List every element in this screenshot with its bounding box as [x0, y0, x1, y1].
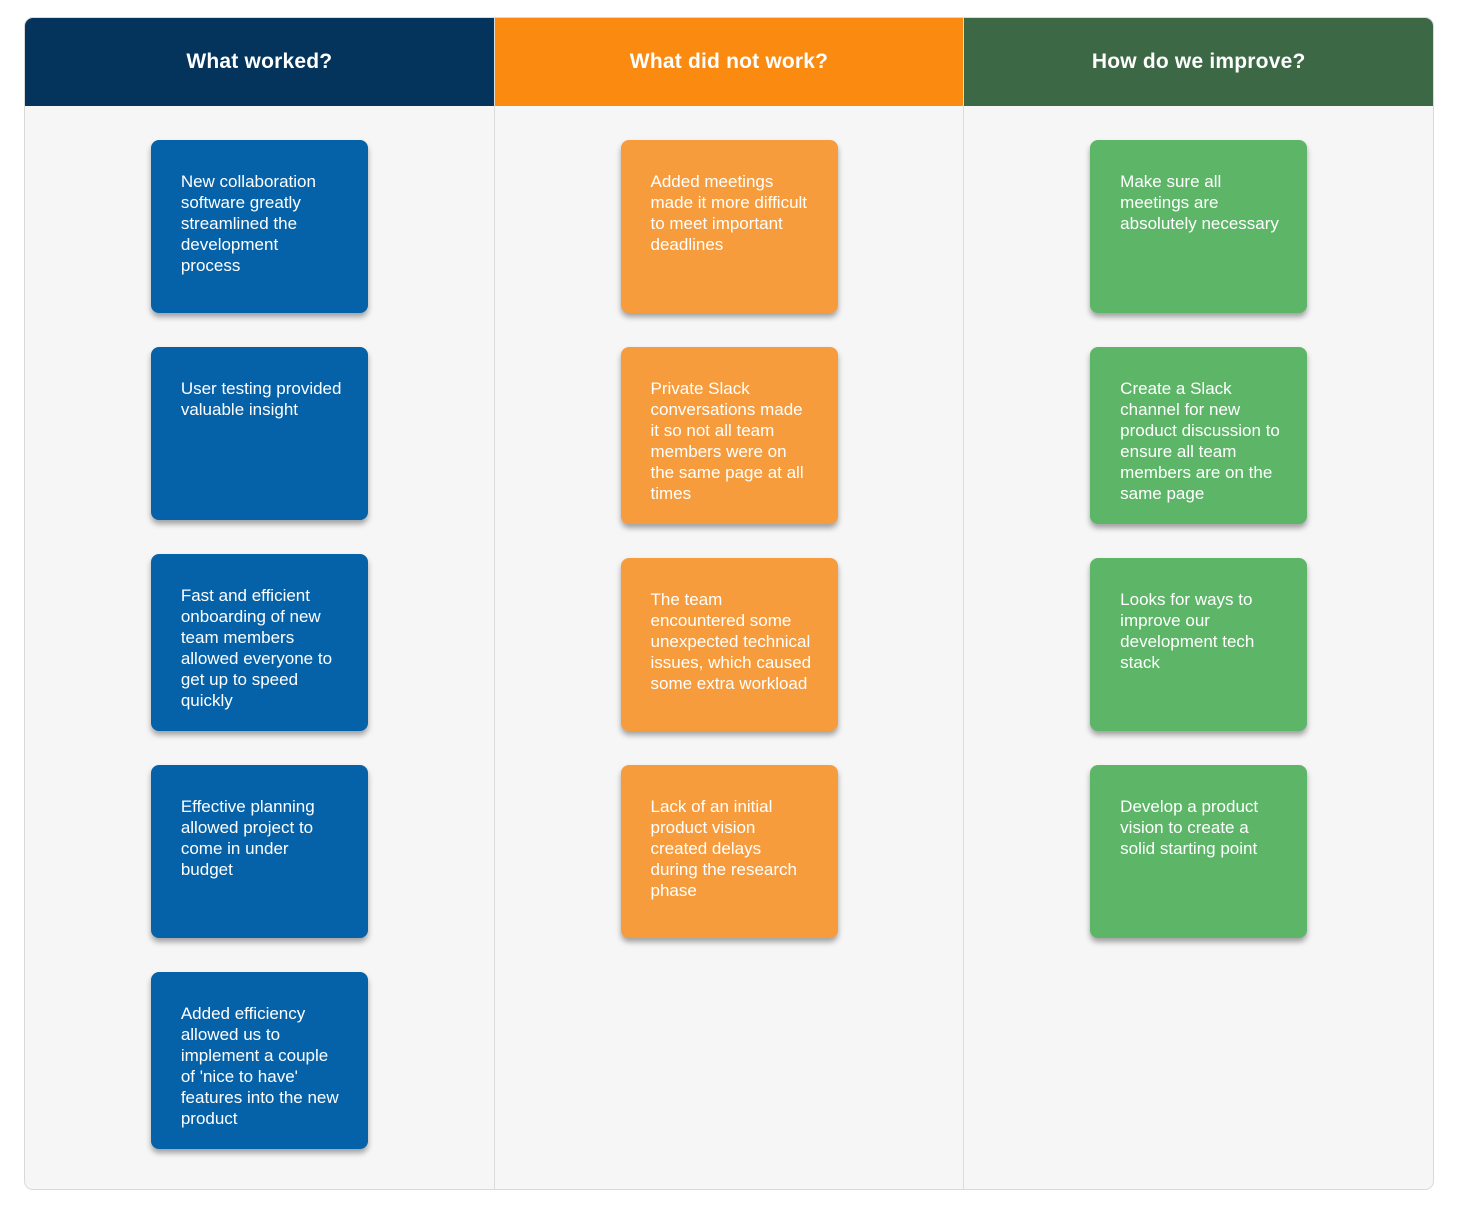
card[interactable]: Lack of an initial product vision create…: [620, 765, 838, 938]
column-how-do-we-improve: How do we improve? Make sure all meeting…: [964, 18, 1433, 1189]
column-title: What worked?: [186, 50, 333, 73]
column-header-what-worked: What worked?: [25, 18, 494, 106]
card[interactable]: Looks for ways to improve our developmen…: [1090, 558, 1308, 731]
retrospective-board: What worked? New collaboration software …: [24, 17, 1434, 1190]
card[interactable]: Develop a product vision to create a sol…: [1090, 765, 1308, 938]
card[interactable]: Make sure all meetings are absolutely ne…: [1090, 140, 1308, 313]
column-title: What did not work?: [629, 50, 829, 73]
card[interactable]: Added meetings made it more difficult to…: [620, 140, 838, 313]
column-what-worked: What worked? New collaboration software …: [25, 18, 495, 1189]
column-what-did-not-work: What did not work? Added meetings made i…: [494, 18, 965, 1189]
card[interactable]: New collaboration software greatly strea…: [150, 140, 368, 313]
card[interactable]: User testing provided valuable insight: [150, 347, 368, 520]
card[interactable]: The team encountered some unexpected tec…: [620, 558, 838, 731]
column-body-how-do-we-improve: Make sure all meetings are absolutely ne…: [964, 106, 1433, 1189]
column-header-what-did-not-work: What did not work?: [494, 18, 964, 106]
card[interactable]: Fast and efficient onboarding of new tea…: [150, 554, 368, 731]
card[interactable]: Private Slack conversations made it so n…: [620, 347, 838, 524]
column-title: How do we improve?: [1091, 50, 1306, 73]
card[interactable]: Create a Slack channel for new product d…: [1090, 347, 1308, 524]
column-body-what-worked: New collaboration software greatly strea…: [25, 106, 494, 1189]
column-body-what-did-not-work: Added meetings made it more difficult to…: [494, 106, 964, 1189]
card[interactable]: Effective planning allowed project to co…: [150, 765, 368, 938]
card[interactable]: Added efficiency allowed us to implement…: [150, 972, 368, 1149]
column-header-how-do-we-improve: How do we improve?: [964, 18, 1433, 106]
